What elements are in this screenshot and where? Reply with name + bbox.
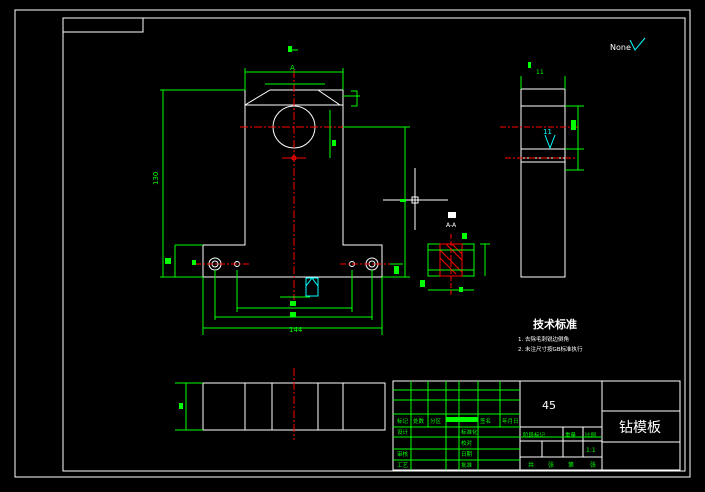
surface-note: None [610,43,631,52]
row-label-2: 处数 [413,417,425,425]
sheet-border [14,9,691,478]
tech-item-1: 1. 去除毛刺锐边倒角 [518,335,569,343]
row-label-3: 分区 [430,417,442,425]
tech-notes: 技术标准 1. 去除毛刺锐边倒角 2. 未注尺寸按GB标准执行 [518,317,583,353]
bottom-width-dim: 144 [289,326,303,334]
top-width-dim: A [290,64,295,72]
drawing-frame [62,17,686,472]
crosshair-cursor [383,168,448,230]
part-name: 钻模板 [619,420,661,436]
standard-label: 标准化 [461,428,478,436]
design-label: 设计 [397,428,409,436]
roughness-symbol [629,37,646,51]
process-label: 工艺 [397,462,409,469]
sheets-unit-2: 张 [590,461,596,469]
date-label: 日期 [461,451,473,458]
proofread-label: 校对 [461,439,473,447]
row-label-5: 签名 [480,417,491,425]
row-label-1: 标记 [397,417,409,425]
scale-value: 1:1 [586,447,596,454]
audit-label: 审核 [397,450,409,458]
approve-label: 批准 [461,461,473,469]
tech-title: 技术标准 [533,317,577,331]
sheets-index: 第 [568,461,574,469]
front-view: 130 144 A [152,46,410,335]
title-block: 标记 处数 分区 签名 年月日 设计 标准化 校对 审核 日期 工艺 批准 45… [392,380,681,471]
svg-text:11: 11 [536,69,544,76]
height-dim: 130 [152,172,160,185]
weight-label: 重量 [565,431,577,439]
row-label-6: 年月日 [502,417,519,425]
top-view [175,368,386,440]
side-view: 11 11 [500,62,584,278]
stage-label: 阶段标记 [523,431,546,439]
section-label: A-A [446,222,457,229]
section-view: A-A [420,212,490,295]
corner-code-box [62,17,144,33]
tolerance-label: 11 [543,128,552,136]
material-text: 45 [542,399,556,412]
sheets-total: 共 [528,461,534,469]
tech-item-2: 2. 未注尺寸按GB标准执行 [518,345,583,353]
scale-label: 比例 [585,431,597,439]
sheets-unit-1: 张 [548,461,554,469]
